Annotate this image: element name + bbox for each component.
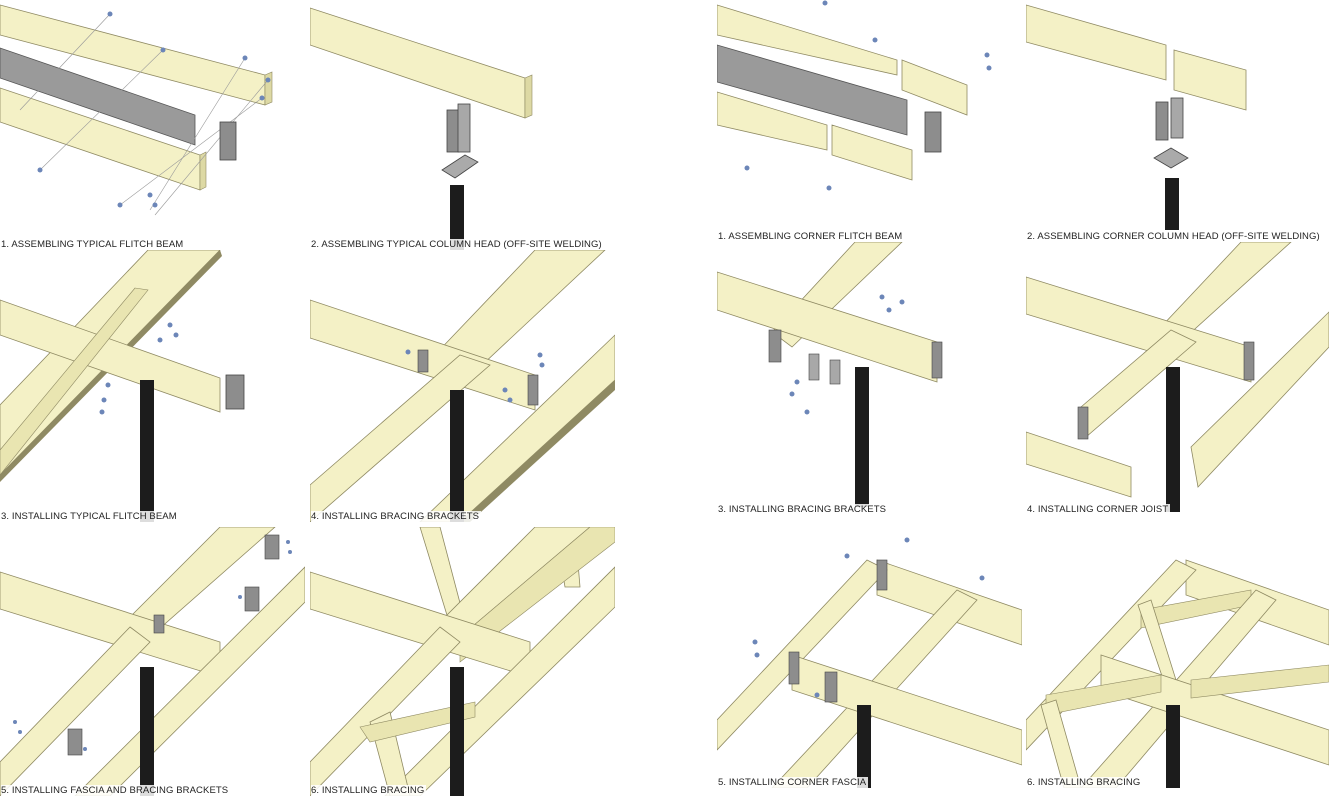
steel-column [857, 705, 871, 788]
panel-caption: 6. INSTALLING BRACING [1027, 777, 1143, 788]
timber-joist-left [0, 626, 151, 796]
panel-right-5: 5. INSTALLING CORNER FASCIA [717, 520, 1022, 788]
panel-right-2: 2. ASSEMBLING CORNER COLUMN HEAD (OFF-SI… [1026, 0, 1329, 242]
panel-caption: 6. INSTALLING BRACING [311, 785, 427, 796]
timber-beam-lower [1026, 431, 1132, 498]
bolts [405, 349, 545, 403]
flitch-beam-exploded-drawing [0, 4, 273, 216]
steel-column [140, 380, 154, 522]
steel-flitch-plate [0, 47, 196, 146]
column-head-brackets [446, 103, 471, 153]
bolts [37, 11, 271, 208]
corner-fascia-drawing [717, 537, 1022, 788]
timber-beam-front [0, 87, 207, 191]
steel-column [855, 367, 869, 507]
bolts [752, 537, 985, 698]
steel-column [1165, 178, 1179, 230]
panel-caption: 4. INSTALLING CORNER JOIST [1027, 504, 1171, 515]
timber-beam-main [717, 271, 938, 383]
timber-joist-right [419, 334, 615, 522]
steel-column [450, 667, 464, 796]
steel-bracket [219, 121, 237, 161]
steel-column [1166, 367, 1180, 512]
panel-left-4: 4. INSTALLING BRACING BRACKETS [310, 250, 615, 522]
panel-right-1: 1. ASSEMBLING CORNER FLITCH BEAM [717, 0, 1022, 242]
bracing-brackets-drawing [310, 250, 615, 522]
bolts [99, 322, 179, 415]
bracing-brackets [417, 349, 539, 406]
corner-bracing-brackets-drawing [717, 242, 943, 507]
panel-right-4: 4. INSTALLING CORNER JOIST [1026, 242, 1329, 515]
timber-joist-left [310, 354, 491, 522]
panel-caption: 3. INSTALLING TYPICAL FLITCH BEAM [1, 511, 179, 522]
cross-base-plate [1153, 147, 1189, 169]
panel-right-3: 3. INSTALLING BRACING BRACKETS [717, 242, 1022, 515]
column-head-brackets [1155, 97, 1184, 141]
timber-brace-lower [359, 701, 476, 796]
base-plate [441, 154, 479, 179]
panel-caption: 1. ASSEMBLING TYPICAL FLITCH BEAM [1, 239, 186, 250]
timber-beam-front [717, 91, 913, 181]
timber-beam-main [0, 299, 221, 413]
brackets [788, 559, 888, 703]
bolts [744, 0, 992, 191]
panel-right-6: 6. INSTALLING BRACING [1026, 520, 1329, 788]
timber-beam [1026, 4, 1247, 111]
brackets [1077, 341, 1255, 440]
corner-joist-drawing [1026, 242, 1329, 512]
bolts [789, 294, 905, 415]
panel-caption: 4. INSTALLING BRACING BRACKETS [311, 511, 482, 522]
end-bracket [225, 374, 245, 410]
timber-joist-left [0, 287, 149, 476]
panel-caption: 2. ASSEMBLING TYPICAL COLUMN HEAD (OFF-S… [311, 239, 604, 250]
steel-bracket [924, 111, 942, 153]
bolt-lines [19, 13, 269, 216]
timber-joist-top [1160, 242, 1292, 338]
panel-caption: 1. ASSEMBLING CORNER FLITCH BEAM [718, 231, 905, 242]
timber-joist-left [310, 626, 461, 796]
timber-joist-right [1190, 311, 1329, 488]
steel-column [450, 185, 464, 250]
panel-left-2: 2. ASSEMBLING TYPICAL COLUMN HEAD (OFF-S… [310, 0, 615, 250]
fascia-brackets-drawing [0, 527, 305, 796]
corner-flitch-beam-exploded-drawing [717, 0, 992, 191]
panel-left-1: 1. ASSEMBLING TYPICAL FLITCH BEAM [0, 0, 305, 250]
brackets [768, 329, 943, 385]
timber-beam [310, 7, 533, 119]
panel-caption: 3. INSTALLING BRACING BRACKETS [718, 504, 889, 515]
panel-caption: 5. INSTALLING CORNER FASCIA [718, 777, 869, 788]
bolts [13, 540, 292, 751]
brackets [67, 534, 280, 756]
steel-column [1166, 705, 1180, 788]
panel-left-5: 5. INSTALLING FASCIA AND BRACING BRACKET… [0, 527, 305, 796]
steel-column [450, 390, 464, 522]
panel-left-6: 6. INSTALLING BRACING [310, 527, 615, 796]
corner-column-head-exploded-drawing [1026, 4, 1247, 230]
steel-flitch-plate [717, 44, 908, 136]
corner-bracing-drawing [1026, 559, 1329, 788]
panel-caption: 5. INSTALLING FASCIA AND BRACING BRACKET… [1, 785, 231, 796]
panel-left-3: 3. INSTALLING TYPICAL FLITCH BEAM [0, 250, 305, 522]
column-head-exploded-drawing [310, 7, 533, 250]
steel-column [140, 667, 154, 796]
panel-caption: 2. ASSEMBLING CORNER COLUMN HEAD (OFF-SI… [1027, 231, 1322, 242]
flitch-beam-install-drawing [0, 250, 245, 522]
bracing-install-drawing [310, 527, 615, 796]
timber-brace-lower [1040, 664, 1329, 788]
timber-beam-back [717, 4, 968, 116]
timber-beam-main [1026, 276, 1252, 383]
